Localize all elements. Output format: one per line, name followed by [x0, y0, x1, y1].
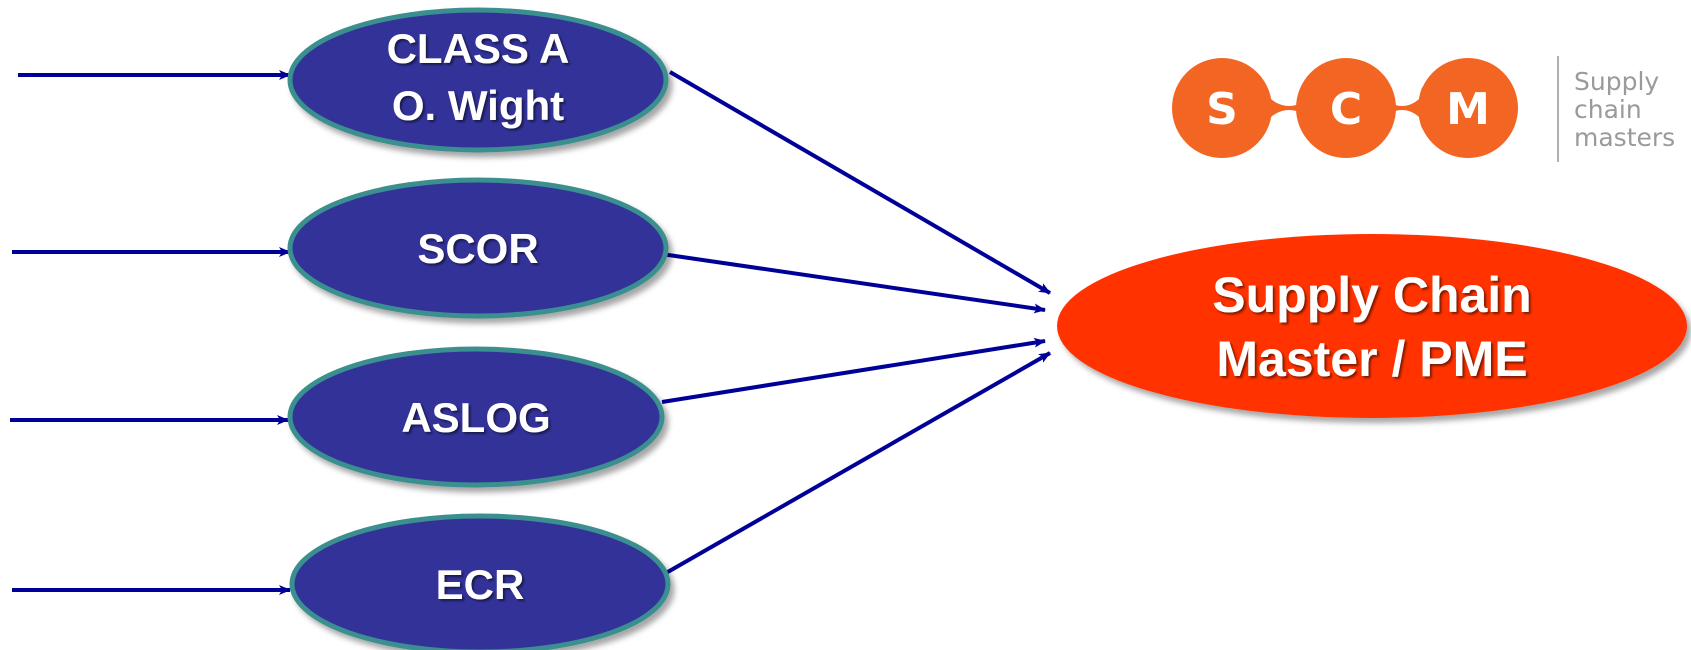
- scm-logo-tagline-line-2: chain: [1574, 95, 1642, 124]
- input-node-ecr: ECR: [289, 513, 671, 650]
- converging-arrows: [647, 70, 1052, 575]
- arrow-ecr-to-target: [665, 351, 1051, 575]
- scm-logo: S C M Supply chain masters: [1172, 56, 1675, 162]
- target-node-line-2: Master / PME: [1216, 331, 1527, 387]
- scm-logo-letter-s: S: [1206, 84, 1238, 135]
- scm-logo-mark: [1262, 85, 1316, 131]
- scm-logo-tagline-line-1: Supply: [1574, 67, 1659, 96]
- input-node-scor-label: SCOR: [417, 225, 538, 272]
- input-node-class-a-line-1: CLASS A: [387, 25, 570, 72]
- scm-logo-letter-m: M: [1446, 84, 1490, 135]
- input-node-scor: SCOR: [287, 177, 669, 319]
- arrow-class-a-to-target: [668, 70, 1052, 295]
- target-node: Supply Chain Master / PME: [1057, 234, 1687, 418]
- arrow-aslog-to-target: [661, 337, 1046, 404]
- scm-logo-tagline-line-3: masters: [1574, 123, 1675, 152]
- input-node-class-a: CLASS A O. Wight: [287, 7, 669, 153]
- incoming-arrows: [10, 70, 291, 595]
- arrow-scor-to-target: [647, 250, 1046, 314]
- input-node-ecr-label: ECR: [436, 561, 525, 608]
- input-node-class-a-line-2: O. Wight: [392, 82, 564, 129]
- input-node-aslog-label: ASLOG: [401, 394, 550, 441]
- target-node-line-1: Supply Chain: [1212, 267, 1531, 323]
- input-node-aslog: ASLOG: [287, 346, 665, 488]
- scm-logo-letter-c: C: [1330, 84, 1362, 135]
